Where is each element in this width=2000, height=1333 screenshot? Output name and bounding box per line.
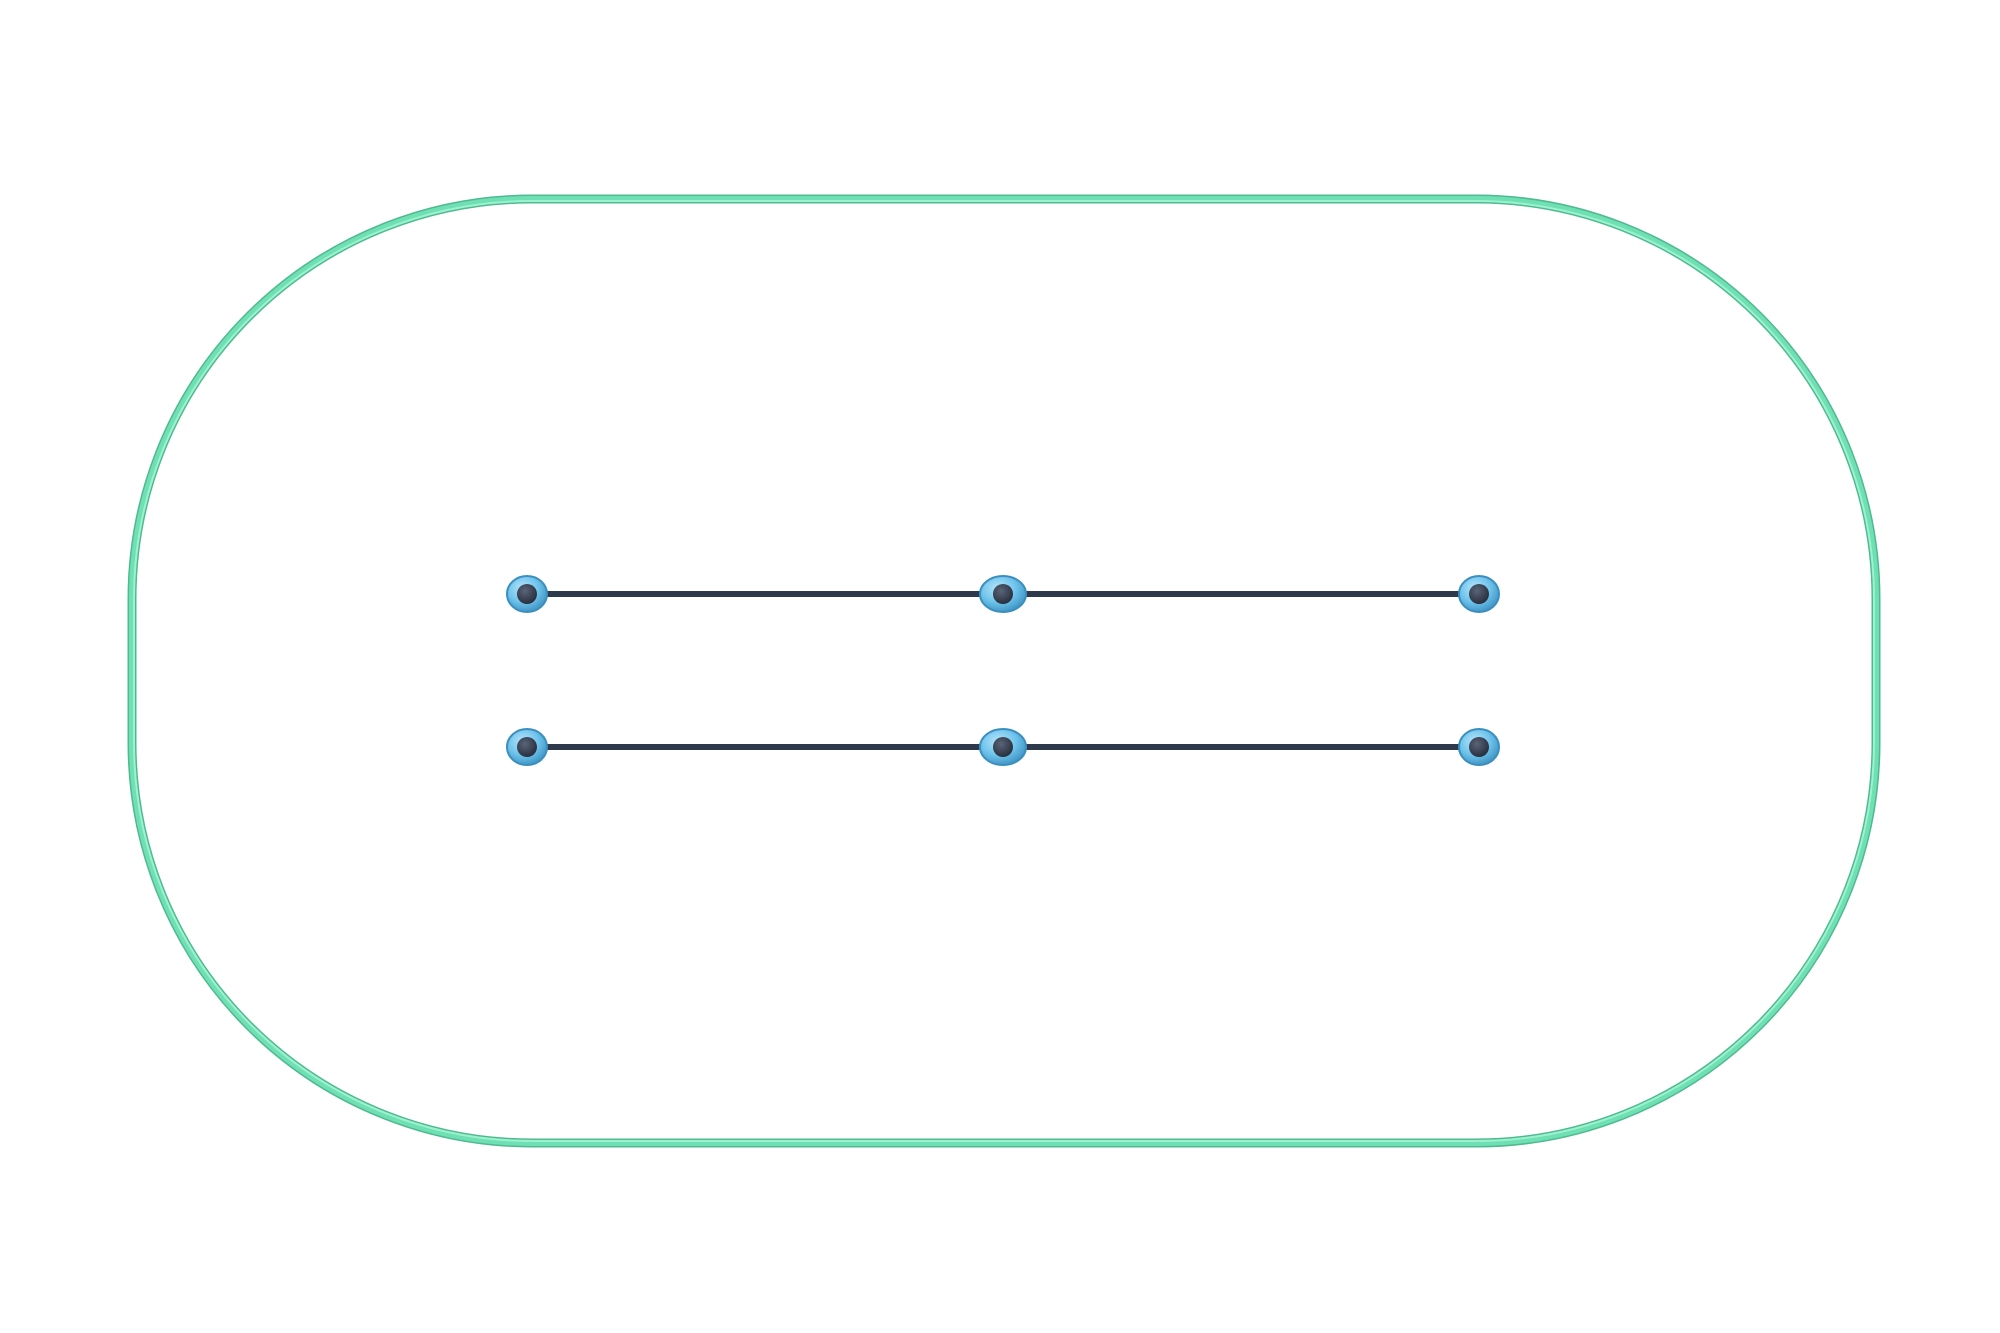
node-row-1-1 xyxy=(506,575,548,613)
node-core xyxy=(993,737,1013,757)
boundary-shadow xyxy=(127,194,1881,1148)
stadium-boundary-icon xyxy=(127,194,1881,1148)
node-row-1-2 xyxy=(979,575,1027,613)
node-row-2-3 xyxy=(1458,728,1500,766)
node-row-2-2 xyxy=(979,728,1027,766)
node-row-1-3 xyxy=(1458,575,1500,613)
node-row-2-1 xyxy=(506,728,548,766)
boundary-highlight xyxy=(133,200,1875,1142)
node-core xyxy=(517,737,537,757)
node-core xyxy=(1469,584,1489,604)
node-core xyxy=(1469,737,1489,757)
node-core xyxy=(993,584,1013,604)
node-core xyxy=(517,584,537,604)
boundary-outline xyxy=(129,196,1879,1146)
